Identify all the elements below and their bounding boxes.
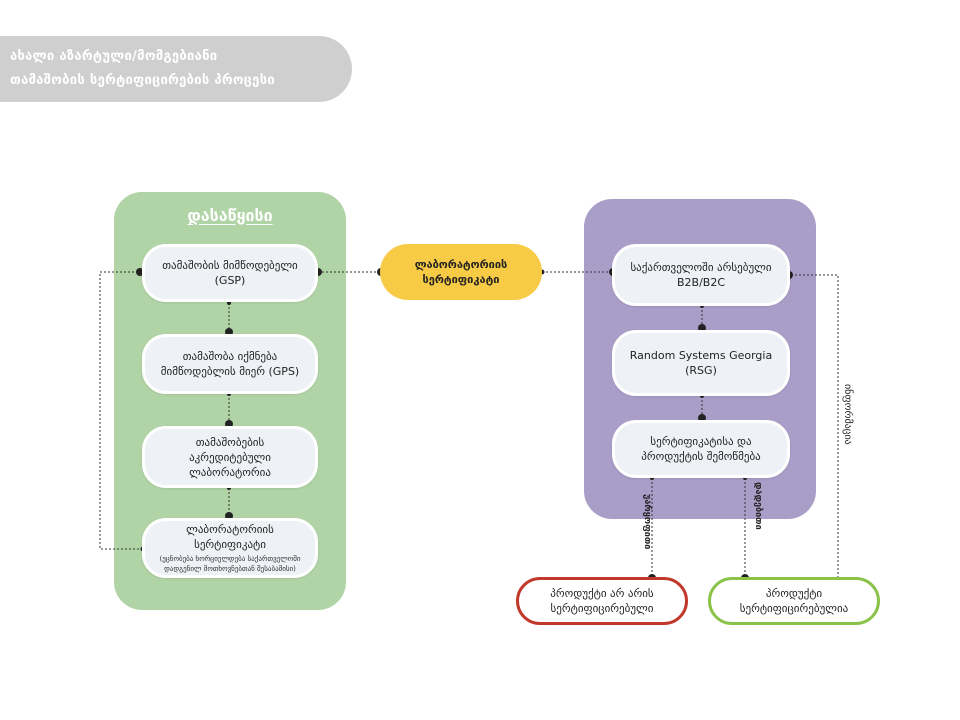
node-accredited-lab: თამაშობების აკრედიტებული ლაბორატორია (142, 426, 318, 488)
start-panel-title: დასაწყისი (187, 206, 273, 225)
node-lab-line2: აკრედიტებული (189, 450, 271, 464)
node-lab-line3: ლაბორატორია (189, 465, 271, 479)
node-cert-line1: ლაბორატორიის სერტიფიკატი (186, 523, 274, 551)
node-b2b-line2: B2B/B2C (676, 276, 726, 289)
lab-certificate-pill: ლაბორატორიის სერტიფიკატი (380, 244, 542, 300)
page-title: ახალი აზარტული/მომგებიანი თამაშობის სერტ… (0, 36, 352, 102)
edge-label-positive: დადებითი (753, 482, 763, 530)
node-check: სერტიფიკატისა და პროდუქტის შემოწმება (612, 420, 790, 478)
lab-certificate-line2: სერტიფიკატი (422, 273, 500, 286)
node-check-line1: სერტიფიკატისა და (650, 435, 752, 448)
node-gsp-line1: თამაშობის მიმწოდებელი (162, 259, 298, 272)
node-check-line2: პროდუქტის შემოწმება (641, 450, 761, 463)
outcome-pass-line2: სერტიფიცირებულია (739, 602, 849, 615)
edge-label-negative: უარყოფითი (642, 494, 652, 550)
node-gps-line1: თამაშობა იქმნება (182, 350, 278, 363)
node-lab-certificate: ლაბორატორიის სერტიფიკატი (ეცნობება ხორცი… (142, 518, 318, 578)
outcome-not-certified: პროდუქტი არ არის სერტიფიცირებული (516, 577, 688, 625)
node-b2b: საქართველოში არსებული B2B/B2C (612, 244, 790, 306)
node-rsg-line2: (RSG) (685, 364, 717, 377)
dot (227, 301, 231, 305)
edge-label-feedback: ინფორმაცია (842, 384, 853, 445)
node-rsg-line1: Random Systems Georgia (629, 349, 773, 362)
node-gps-line2: მიმწოდებლის მიერ (GPS) (160, 365, 300, 378)
node-lab-line1: თამაშობების (195, 435, 265, 449)
title-line-1: ახალი აზარტული/მომგებიანი (10, 49, 218, 64)
outcome-fail-line2: სერტიფიცირებული (550, 602, 654, 615)
node-b2b-line1: საქართველოში არსებული (630, 261, 772, 274)
outcome-fail-line1: პროდუქტი არ არის (550, 587, 654, 600)
node-gps: თამაშობა იქმნება მიმწოდებლის მიერ (GPS) (142, 334, 318, 394)
link-cert-loop (99, 271, 143, 550)
lab-certificate-line1: ლაბორატორიის (414, 258, 508, 271)
node-gsp-line2: (GSP) (214, 274, 246, 287)
outcome-pass-line1: პროდუქტი (765, 587, 823, 600)
node-cert-note: (ეცნობება ხორციელდება საქართველოში დადგე… (159, 555, 301, 573)
link-pass-loop (789, 274, 839, 579)
title-line-2: თამაშობის სერტიფიცირების პროცესი (10, 73, 276, 88)
node-rsg: Random Systems Georgia (RSG) (612, 330, 790, 396)
outcome-certified: პროდუქტი სერტიფიცირებულია (708, 577, 880, 625)
node-gsp: თამაშობის მიმწოდებელი (GSP) (142, 244, 318, 302)
